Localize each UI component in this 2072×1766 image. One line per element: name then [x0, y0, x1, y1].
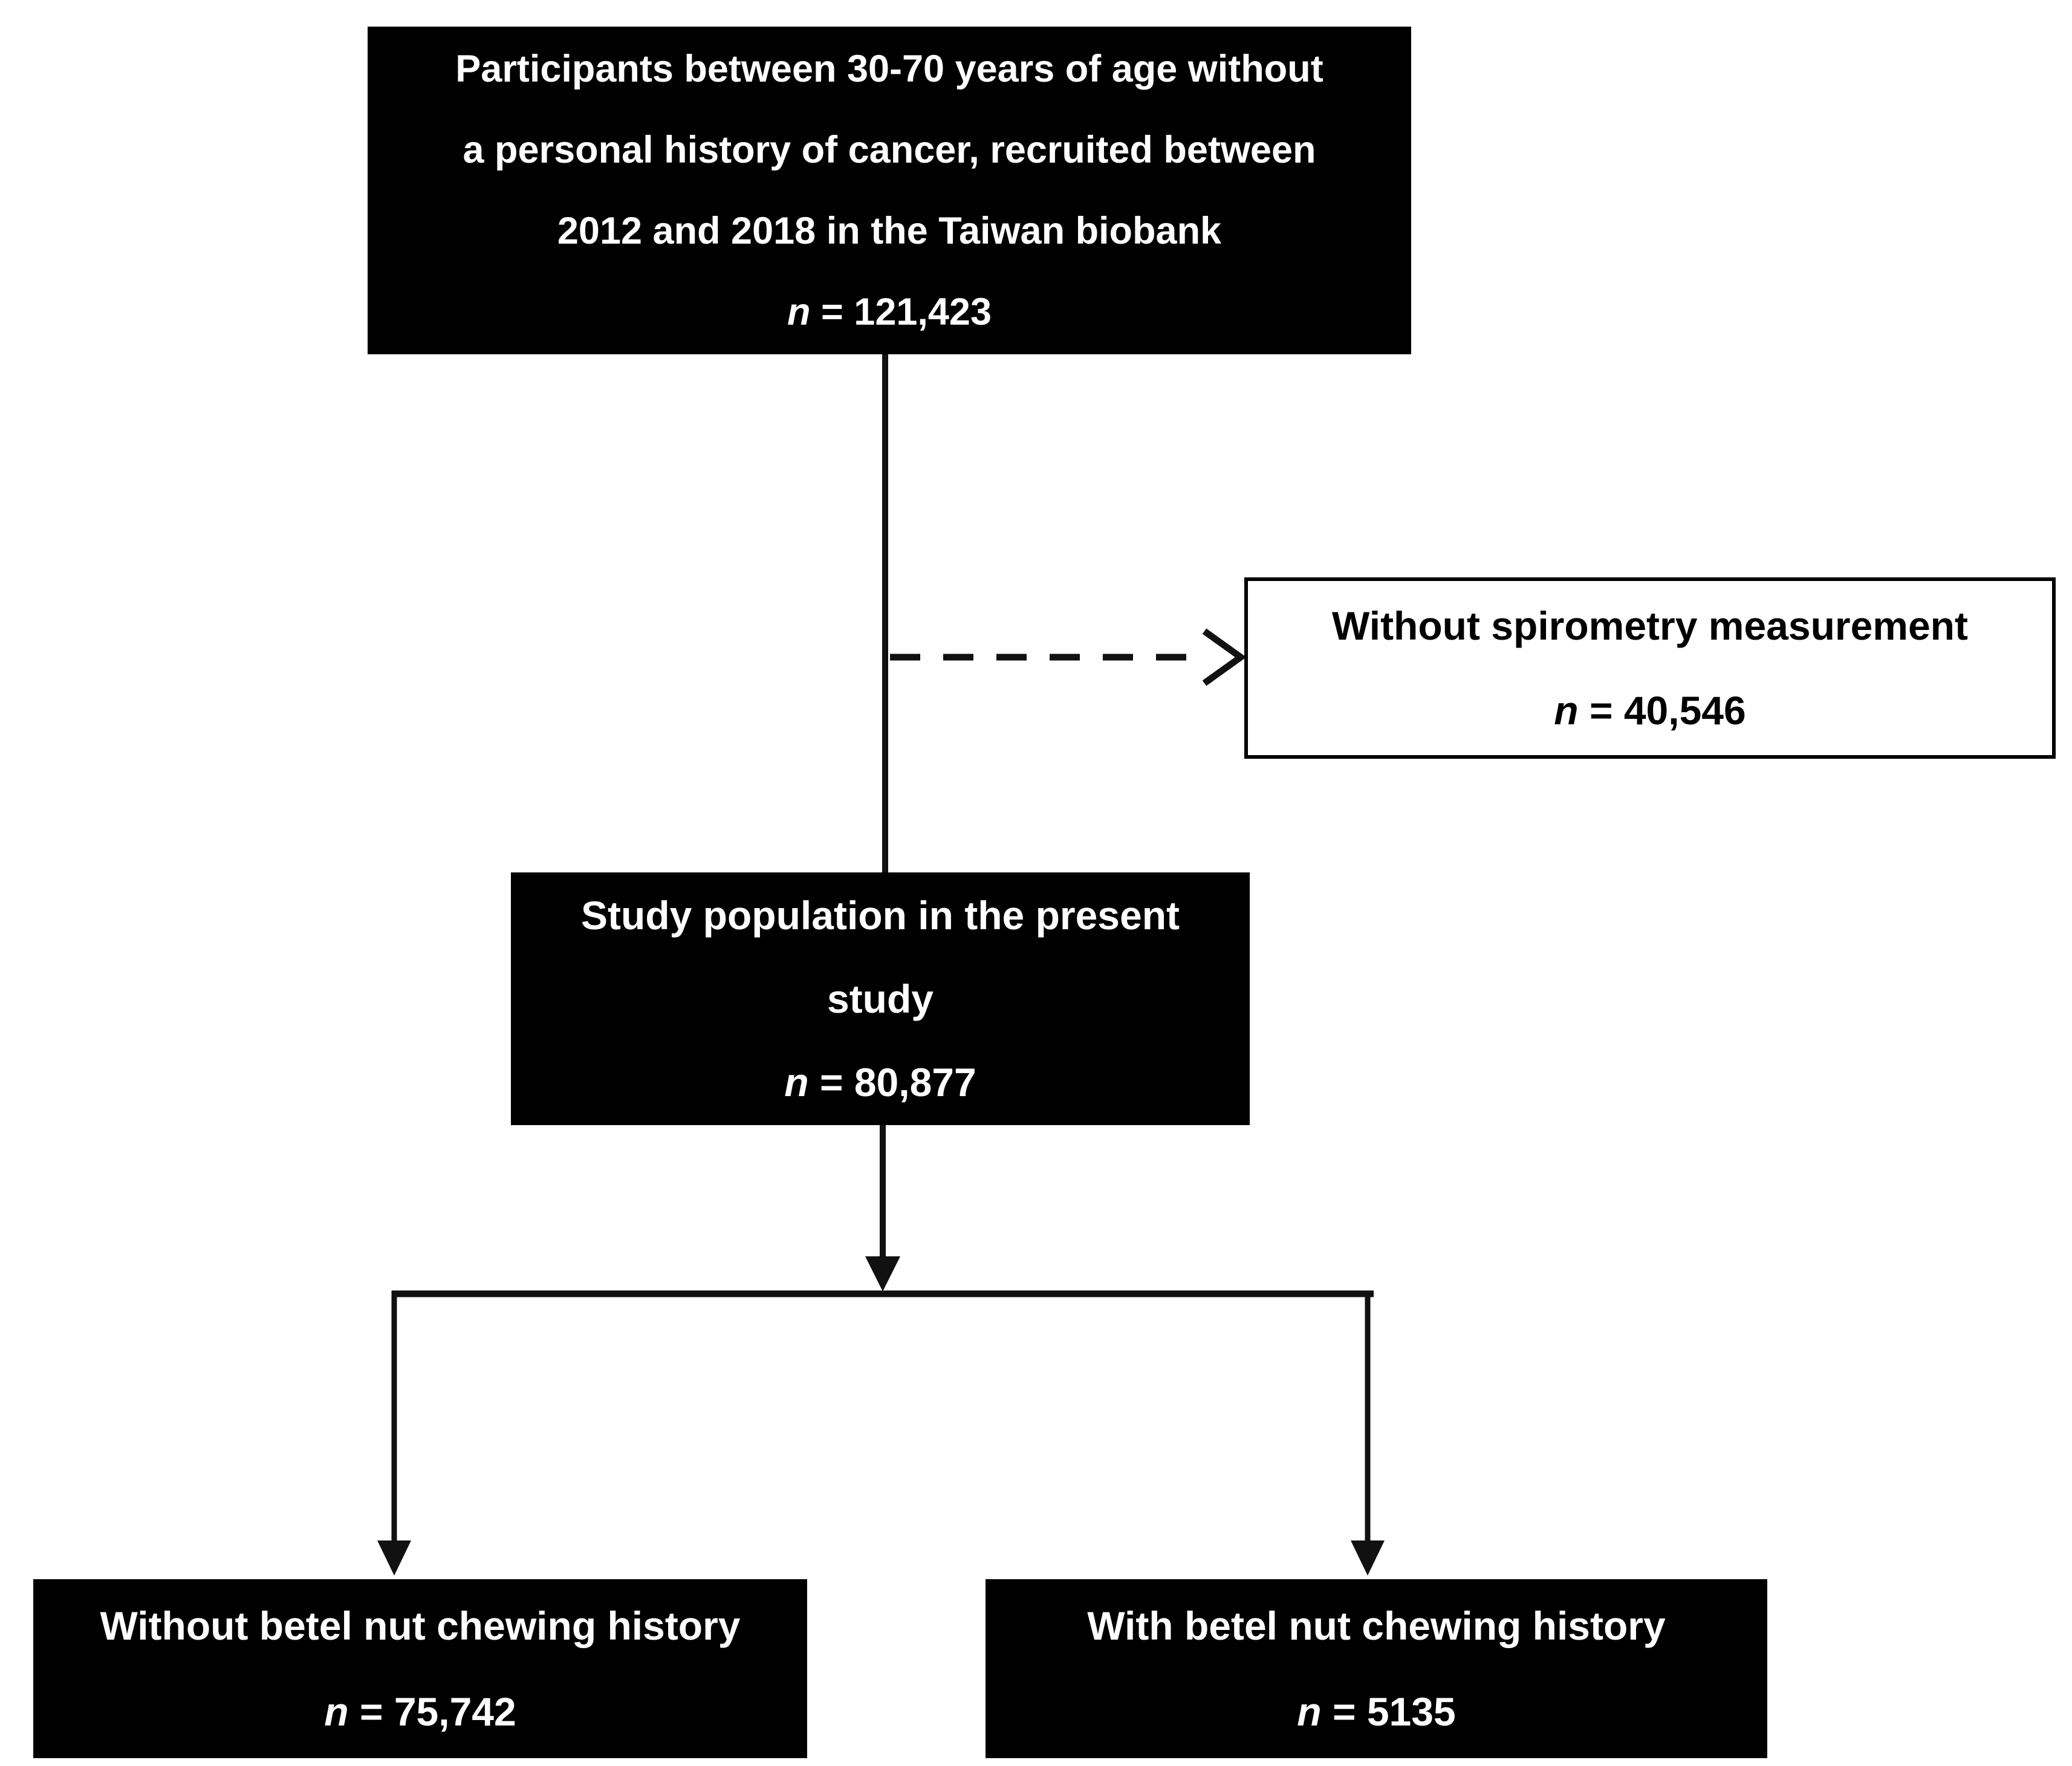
node-no-spirometry-count: n = 40,546 [1554, 668, 1746, 753]
node-study-population-count: n = 80,877 [784, 1040, 976, 1124]
node-participants-line-1: Participants between 30-70 years of age … [455, 48, 1323, 90]
node-study-population-line-1: Study population in the present [581, 893, 1180, 938]
n-value: = 75,742 [359, 1689, 516, 1734]
node-participants-line-3: 2012 and 2018 in the Taiwan biobank [557, 210, 1222, 252]
n-symbol: n [1554, 688, 1579, 733]
node-without-betel: Without betel nut chewing history n = 75… [33, 1579, 807, 1758]
node-without-betel-count: n = 75,742 [324, 1669, 516, 1755]
n-value: = 121,423 [820, 291, 992, 333]
n-value: = 80,877 [819, 1060, 976, 1105]
down-arrowhead-left-icon [377, 1540, 411, 1576]
node-without-betel-line-1: Without betel nut chewing history [100, 1603, 741, 1648]
n-symbol: n [784, 1060, 809, 1105]
node-with-betel-line-1: With betel nut chewing history [1087, 1603, 1666, 1648]
node-with-betel: With betel nut chewing history n = 5135 [986, 1579, 1767, 1758]
node-study-population-line-2: study [827, 976, 934, 1021]
node-with-betel-count: n = 5135 [1297, 1669, 1455, 1755]
node-participants-count: n = 121,423 [787, 271, 992, 352]
node-study-population: Study population in the present study n … [511, 872, 1250, 1125]
node-participants: Participants between 30-70 years of age … [368, 27, 1411, 354]
node-no-spirometry: Without spirometry measurement n = 40,54… [1244, 577, 2056, 759]
down-arrowhead-right-icon [1351, 1540, 1385, 1576]
node-no-spirometry-line-1: Without spirometry measurement [1332, 603, 1968, 648]
n-value: = 5135 [1332, 1689, 1456, 1734]
n-symbol: n [787, 291, 811, 333]
down-arrowhead-center-icon [865, 1256, 900, 1291]
n-symbol: n [324, 1689, 349, 1734]
node-participants-line-2: a personal history of cancer, recruited … [463, 129, 1316, 171]
n-symbol: n [1297, 1689, 1322, 1734]
dashed-arrowhead-icon [1202, 628, 1247, 686]
n-value: = 40,546 [1589, 688, 1746, 733]
